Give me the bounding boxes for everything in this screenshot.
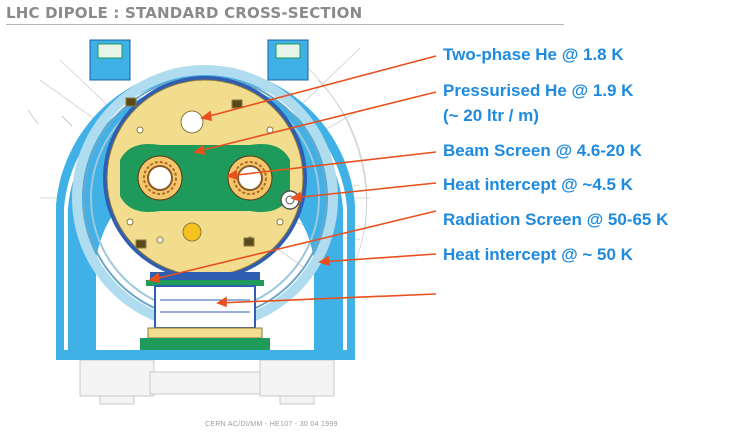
label-pressurised-he-volume: (~ 20 ltr / m) bbox=[443, 106, 539, 125]
label-heat-intercept-50k: Heat intercept @ ~ 50 K bbox=[443, 245, 633, 264]
arrow-two-phase-he bbox=[201, 55, 437, 119]
collars-and-coils bbox=[120, 144, 290, 212]
support-feet bbox=[79, 359, 335, 405]
support-post bbox=[140, 272, 270, 358]
arrow-heat-intercept-4k bbox=[291, 182, 437, 199]
label-beam-screen: Beam Screen @ 4.6-20 K bbox=[443, 141, 642, 160]
footer-reference: CERN AC/DI/MM - HE107 - 30 04 1999 bbox=[205, 421, 338, 428]
diagram-title: LHC DIPOLE : STANDARD CROSS-SECTION bbox=[6, 4, 363, 22]
arrow-pressurised-he bbox=[194, 91, 437, 153]
title-underline bbox=[6, 24, 564, 25]
arrow-beam-screen bbox=[227, 151, 437, 177]
label-radiation-screen: Radiation Screen @ 50-65 K bbox=[443, 210, 669, 229]
arrow-support-intercept bbox=[217, 293, 437, 304]
label-pressurised-he: Pressurised He @ 1.9 K bbox=[443, 81, 634, 100]
label-two-phase-he: Two-phase He @ 1.8 K bbox=[443, 45, 624, 64]
arrow-radiation-screen bbox=[149, 210, 437, 281]
leader-arrows bbox=[148, 55, 437, 308]
yoke-details bbox=[125, 97, 284, 249]
dimension-marks bbox=[27, 109, 73, 127]
label-heat-intercept-4k: Heat intercept @ ~4.5 K bbox=[443, 175, 633, 194]
arrow-heat-intercept-50k bbox=[319, 253, 437, 263]
